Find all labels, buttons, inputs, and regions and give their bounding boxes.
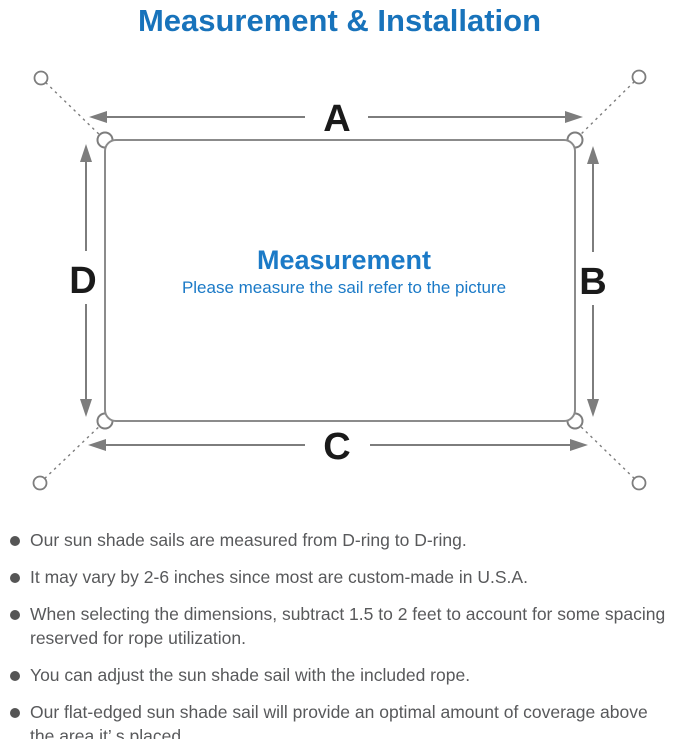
diagram-center-subtitle: Please measure the sail refer to the pic… — [182, 278, 506, 297]
page-title: Measurement & Installation — [137, 3, 542, 38]
diagram-center-heading: Measurement — [257, 245, 431, 275]
rope-line-bottom-left — [39, 420, 106, 484]
edge-label-b: B — [579, 261, 606, 303]
rope-line-top-right — [574, 76, 640, 141]
note-text: You can adjust the sun shade sail with t… — [30, 665, 471, 685]
rope-line-top-left — [40, 77, 106, 141]
arrow-a — [89, 111, 583, 123]
bullet-dot-icon — [10, 671, 20, 681]
anchor-ring-icon-bottom-right — [631, 475, 647, 491]
arrow-d-down-head-icon — [80, 399, 92, 417]
arrow-c-right-head-icon — [570, 439, 588, 451]
list-item: You can adjust the sun shade sail with t… — [10, 663, 679, 687]
bullet-dot-icon — [10, 536, 20, 546]
edge-label-d: D — [69, 260, 96, 302]
note-text: It may vary by 2-6 inches since most are… — [30, 567, 528, 587]
note-text: Our flat-edged sun shade sail will provi… — [30, 702, 648, 739]
arrow-d-up-head-icon — [80, 144, 92, 162]
sail-rectangle — [104, 139, 576, 422]
bullet-dot-icon — [10, 708, 20, 718]
list-item: It may vary by 2-6 inches since most are… — [10, 565, 679, 589]
list-item: Our flat-edged sun shade sail will provi… — [10, 700, 679, 739]
notes-list: Our sun shade sails are measured from D-… — [0, 528, 679, 739]
note-text: Our sun shade sails are measured from D-… — [30, 530, 467, 550]
list-item: When selecting the dimensions, subtract … — [10, 602, 679, 650]
anchor-ring-icon-top-left — [33, 70, 49, 86]
anchor-ring-icon-top-right — [631, 69, 647, 85]
anchor-ring-icon-bottom-left — [32, 475, 48, 491]
note-text: When selecting the dimensions, subtract … — [30, 604, 666, 648]
arrow-a-left-head-icon — [89, 111, 107, 123]
arrow-a-right-head-icon — [565, 111, 583, 123]
bullet-dot-icon — [10, 610, 20, 620]
edge-label-c: C — [323, 426, 350, 468]
rope-line-bottom-right — [574, 420, 640, 484]
arrow-d — [80, 144, 92, 417]
arrow-b-down-head-icon — [587, 399, 599, 417]
arrow-b — [587, 146, 599, 417]
arrow-b-up-head-icon — [587, 146, 599, 164]
bullet-dot-icon — [10, 573, 20, 583]
edge-label-a: A — [323, 98, 350, 140]
measurement-diagram: A C D B Measurement Please measure the s… — [32, 69, 647, 491]
arrow-c — [88, 439, 588, 451]
list-item: Our sun shade sails are measured from D-… — [10, 528, 679, 552]
arrow-c-left-head-icon — [88, 439, 106, 451]
